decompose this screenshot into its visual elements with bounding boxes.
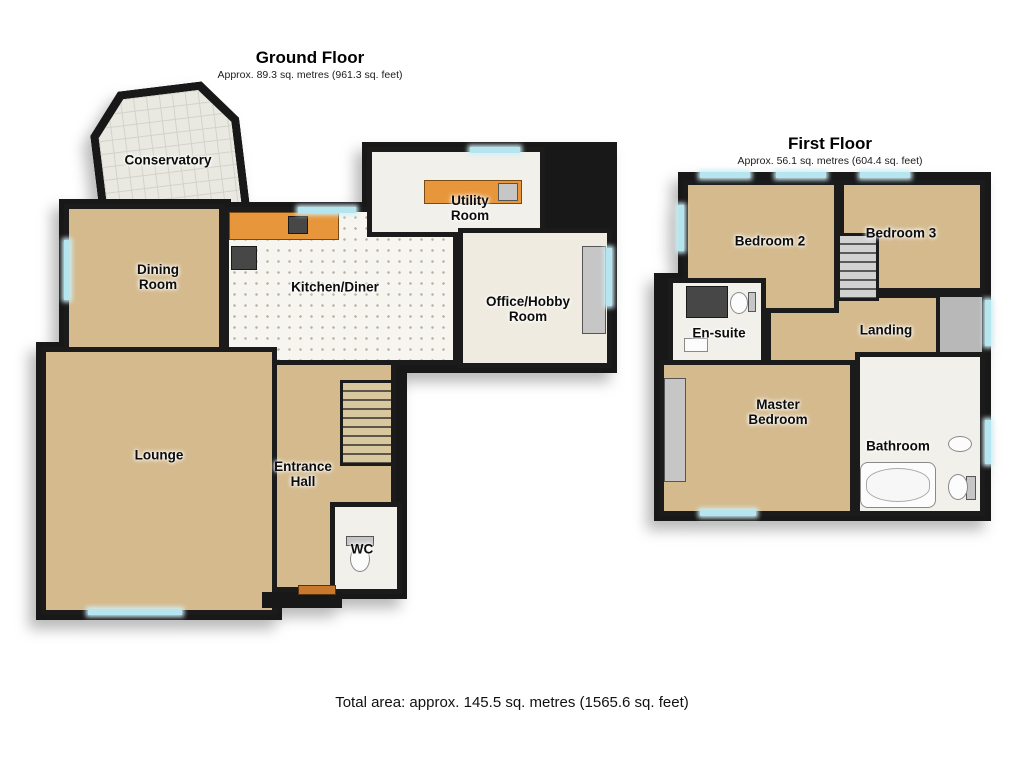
ground-floor-title-block: Ground Floor Approx. 89.3 sq. metres (96…: [150, 48, 470, 81]
room-label-wc: WC: [350, 541, 374, 557]
toilet-icon: [730, 292, 748, 314]
window: [678, 205, 684, 251]
room-label-landing: Landing: [859, 322, 913, 338]
porch-step: [262, 592, 342, 608]
room-label-conservatory: Conservatory: [124, 152, 212, 168]
window: [470, 147, 520, 153]
room-label-bedroom-3: Bedroom 3: [865, 225, 937, 241]
room-label-dining: Dining Room: [137, 261, 179, 292]
kitchen-sink: [288, 216, 308, 234]
utility-sink: [498, 183, 518, 201]
room-label-master-bedroom: Master Bedroom: [748, 396, 808, 427]
ground-floor-title: Ground Floor: [255, 48, 365, 67]
toilet-icon: [350, 546, 370, 572]
bathtub: [860, 462, 936, 508]
room-master-bedroom: [659, 360, 855, 516]
window: [88, 609, 182, 615]
sink: [948, 436, 972, 452]
room-label-bathroom: Bathroom: [866, 438, 930, 454]
window: [985, 420, 991, 464]
window: [298, 207, 356, 213]
room-label-utility: Utility Room: [450, 192, 490, 223]
stairs-first-floor: [837, 233, 879, 301]
room-label-kitchen-diner: Kitchen/Diner: [291, 279, 379, 295]
room-label-bedroom-2: Bedroom 2: [734, 233, 806, 249]
window: [860, 172, 910, 178]
wardrobe: [664, 378, 686, 482]
shower: [686, 286, 728, 318]
room-label-en-suite: En-suite: [692, 325, 746, 341]
ground-floor-subtitle: Approx. 89.3 sq. metres (961.3 sq. feet): [217, 69, 403, 81]
window: [700, 172, 750, 178]
window: [64, 240, 70, 300]
toilet-tank: [346, 536, 374, 546]
total-area-text: Total area: approx. 145.5 sq. metres (15…: [335, 694, 689, 711]
room-label-lounge: Lounge: [134, 447, 184, 463]
office-desk: [582, 246, 606, 334]
room-label-entrance-hall: Entrance Hall: [274, 458, 332, 489]
window: [700, 510, 756, 516]
sink: [684, 338, 708, 352]
room-label-office-hobby: Office/Hobby Room: [485, 293, 570, 324]
toilet-tank: [748, 292, 756, 312]
front-door: [298, 585, 336, 595]
cooker: [231, 246, 257, 270]
first-floor-subtitle: Approx. 56.1 sq. metres (604.4 sq. feet): [737, 155, 923, 167]
kitchen-counter: [229, 212, 339, 240]
bathtub-basin: [866, 468, 930, 502]
toilet-icon: [948, 474, 968, 500]
first-floor-title-block: First Floor Approx. 56.1 sq. metres (604…: [670, 134, 990, 167]
stairs: [340, 380, 394, 466]
window: [985, 300, 991, 346]
window: [606, 248, 612, 306]
first-floor-title: First Floor: [787, 134, 873, 153]
window: [776, 172, 826, 178]
